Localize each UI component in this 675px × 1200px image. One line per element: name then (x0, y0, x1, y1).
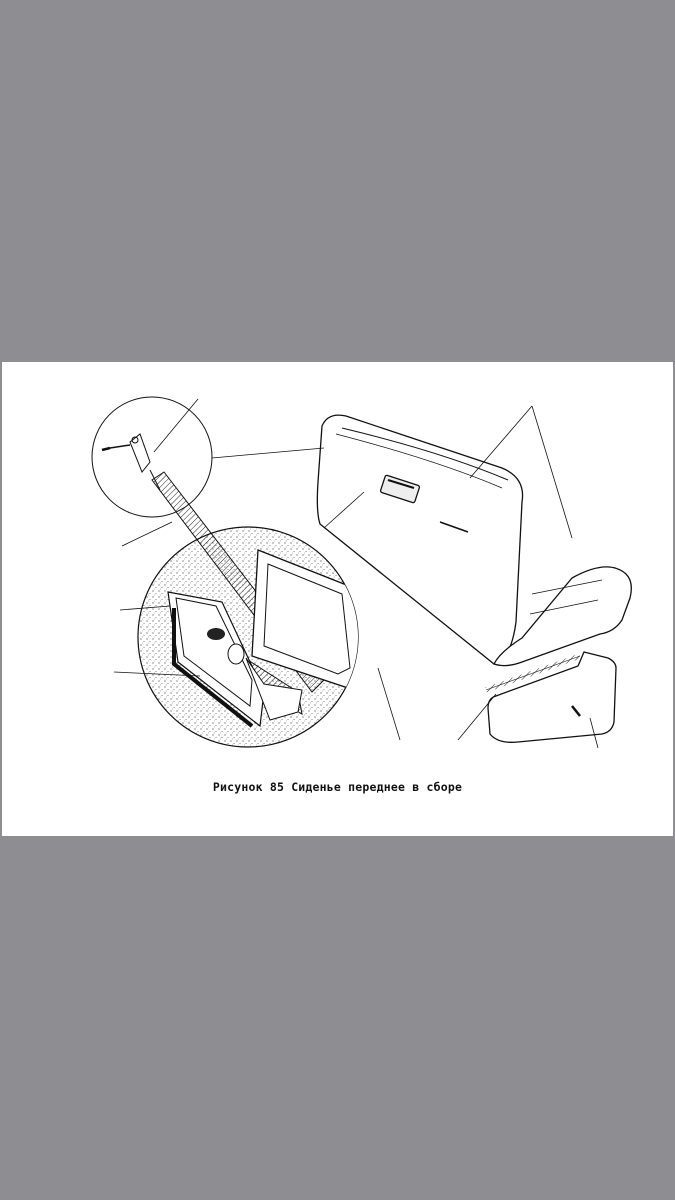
detail-circle-large (137, 526, 359, 748)
leader-lines (113, 398, 599, 749)
seat-assembly-illustration (91, 396, 632, 749)
figure-caption: Рисунок 85 Сиденье переднее в сборе (212, 780, 463, 794)
seat-cushion (493, 566, 632, 667)
seat-backrest (316, 414, 524, 665)
detail-circle-small (91, 396, 213, 518)
document-page: Рисунок 85 Сиденье переднее в сборе (2, 362, 673, 836)
